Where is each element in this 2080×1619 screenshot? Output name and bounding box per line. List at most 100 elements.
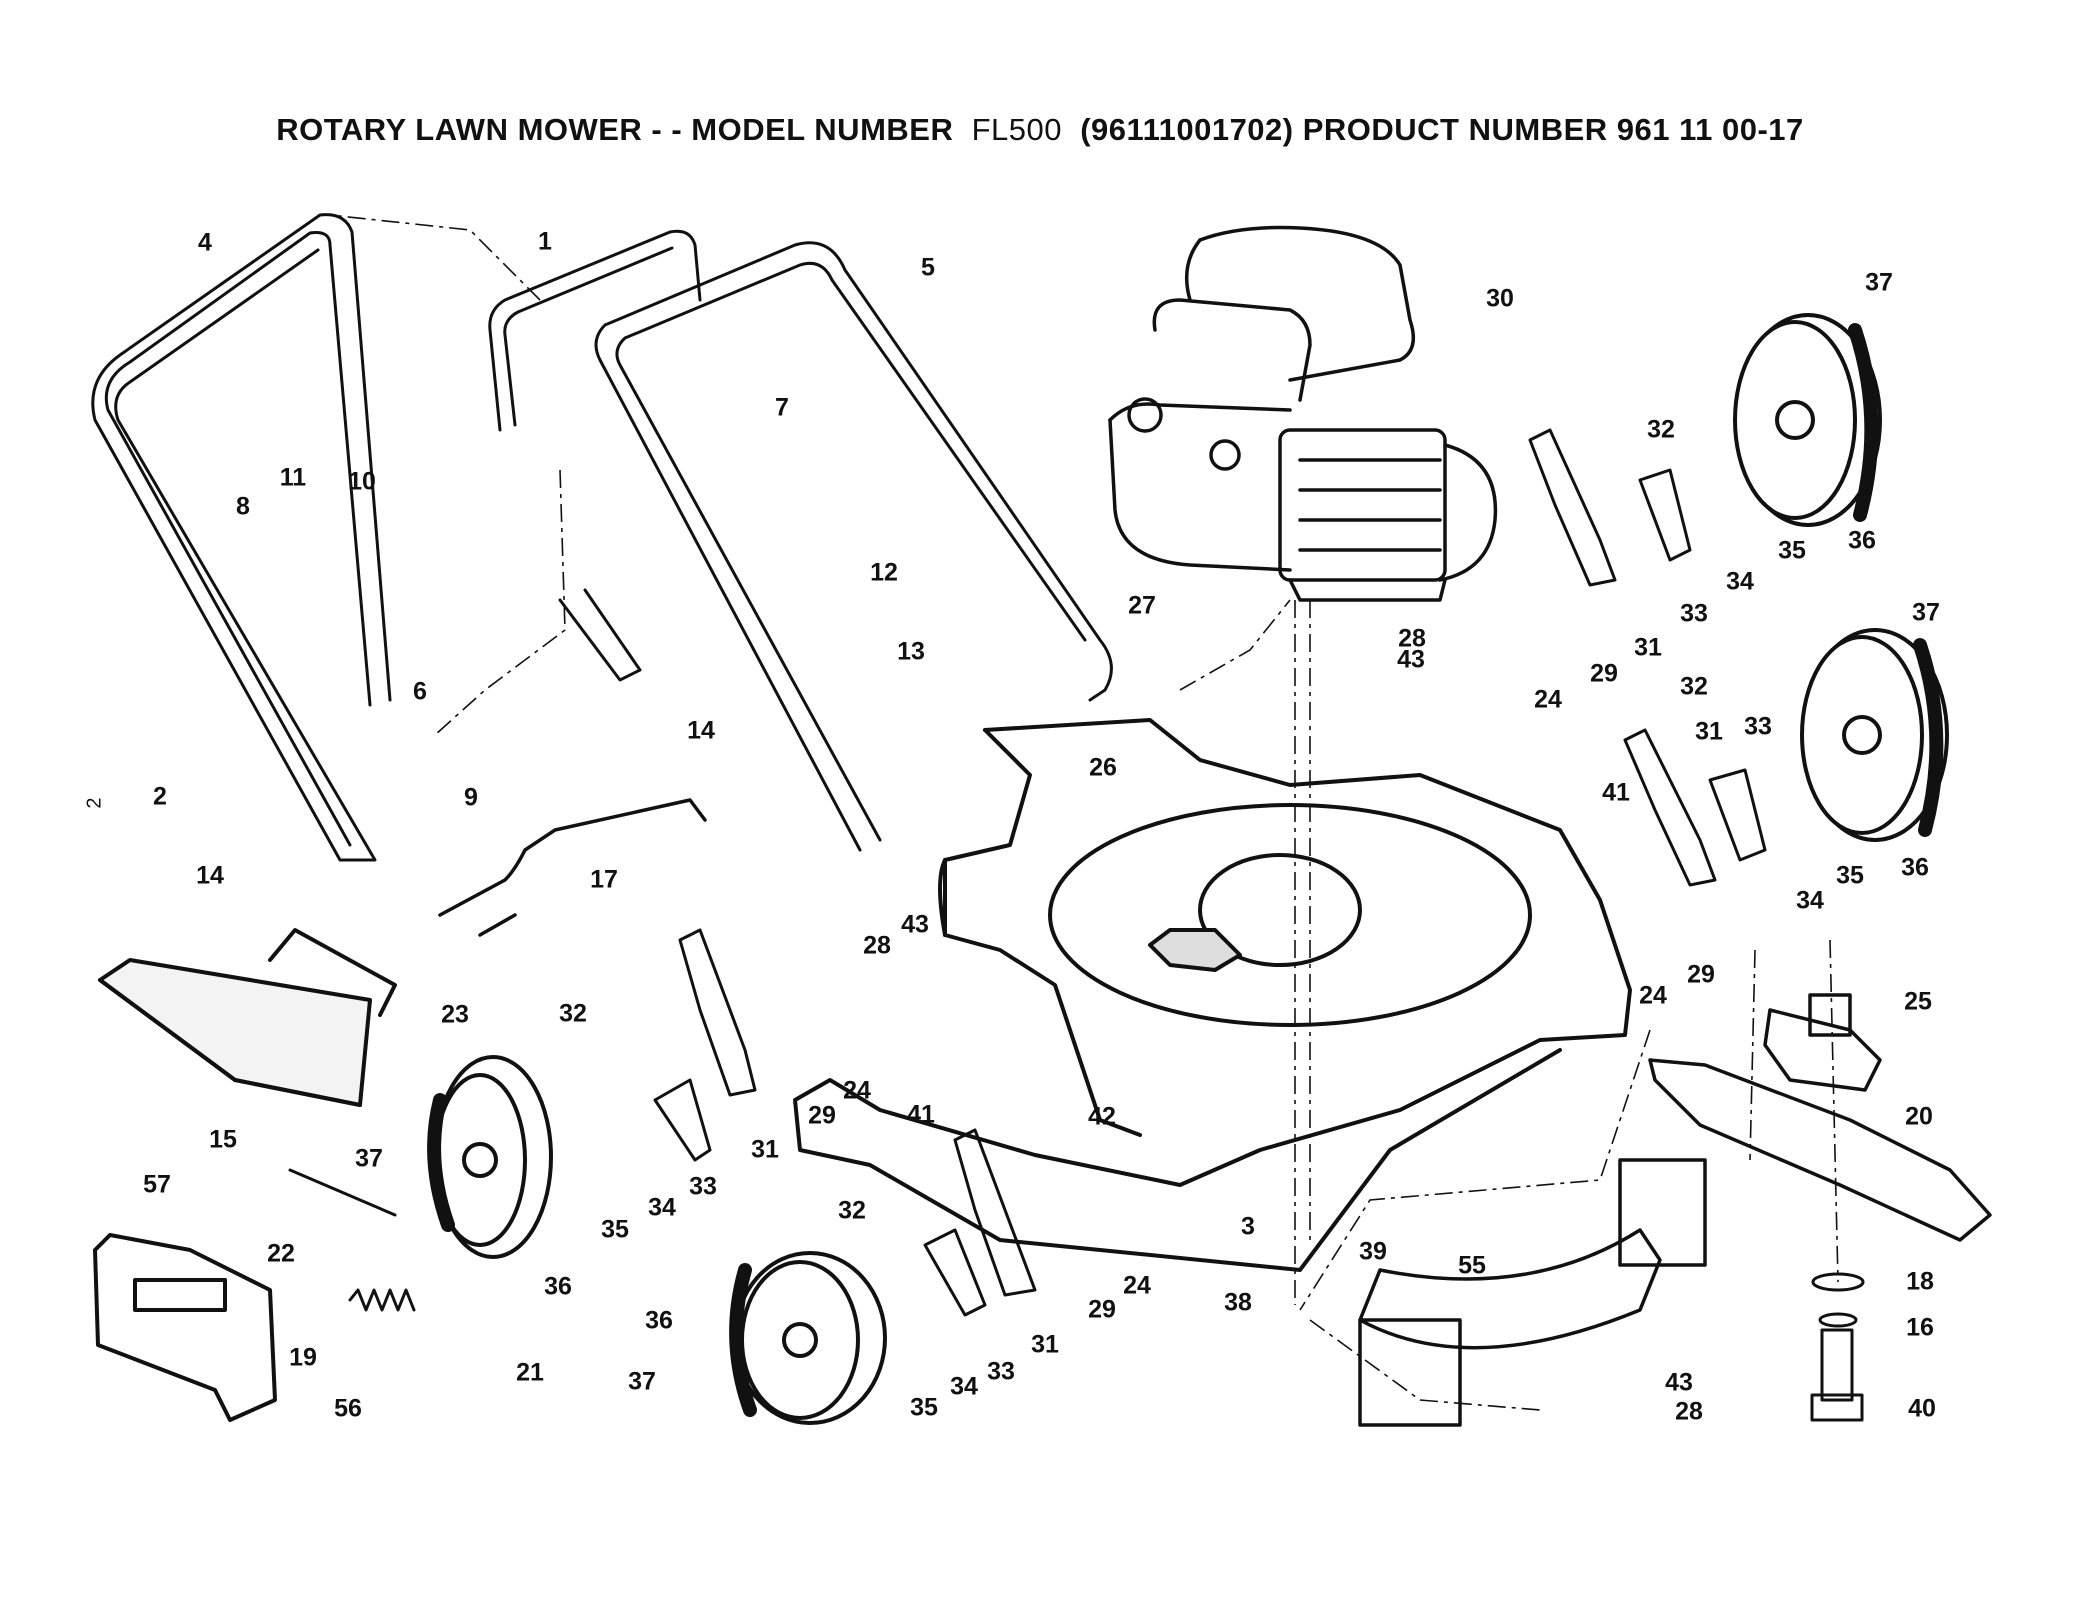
callout-20: 20: [1905, 1102, 1933, 1131]
callout-10: 10: [348, 467, 376, 496]
callout-24b: 24: [1123, 1271, 1151, 1300]
callout-57: 57: [143, 1170, 171, 1199]
page-title: ROTARY LAWN MOWER - - MODEL NUMBER FL500…: [0, 112, 2080, 148]
callout-35a: 35: [601, 1215, 629, 1244]
axle-rod: [288, 1168, 397, 1217]
callout-28c: 28: [1675, 1397, 1703, 1426]
callout-31d: 31: [1695, 717, 1723, 746]
callout-29d: 29: [1687, 960, 1715, 989]
callout-41b: 41: [1602, 778, 1630, 807]
callout-11: 11: [279, 463, 307, 492]
callout-34c: 34: [1726, 567, 1754, 596]
callout-37a: 37: [355, 1144, 383, 1173]
callout-38: 38: [1224, 1288, 1252, 1317]
callout-25: 25: [1904, 987, 1932, 1016]
callout-34b: 34: [950, 1372, 978, 1401]
callout-37d: 37: [1912, 598, 1940, 627]
height-bracket-right-upper: [1528, 428, 1692, 587]
callout-39: 39: [1359, 1237, 1387, 1266]
callout-15: 15: [209, 1125, 237, 1154]
callout-3: 3: [1241, 1212, 1255, 1241]
callout-16: 16: [1906, 1313, 1934, 1342]
callout-32d: 32: [1680, 672, 1708, 701]
title-prefix: ROTARY LAWN MOWER - - MODEL NUMBER: [276, 112, 954, 147]
callout-42: 42: [1088, 1102, 1116, 1131]
callout-5: 5: [921, 253, 935, 282]
callout-32c: 32: [1647, 415, 1675, 444]
callout-29a: 29: [808, 1101, 836, 1130]
callout-31b: 31: [1031, 1330, 1059, 1359]
blade: [1648, 1058, 1992, 1242]
right-handle: [594, 241, 1113, 852]
callout-28a: 28: [863, 931, 891, 960]
left-handle: [91, 213, 642, 862]
callout-24c: 24: [1534, 685, 1562, 714]
callout-28b: 28: [1398, 624, 1426, 653]
callout-23: 23: [441, 1000, 469, 1029]
callout-34d: 34: [1796, 886, 1824, 915]
blade-adapter: [1763, 993, 1882, 1092]
callout-41a: 41: [907, 1100, 935, 1129]
page-side-mark: 2: [83, 797, 106, 809]
callout-43b: 43: [1397, 645, 1425, 674]
callout-43c: 43: [1665, 1368, 1693, 1397]
callout-33a: 33: [689, 1172, 717, 1201]
callout-19: 19: [289, 1343, 317, 1372]
callout-33d: 33: [1744, 712, 1772, 741]
callout-1: 1: [538, 227, 552, 256]
baffle: [1358, 1158, 1707, 1427]
upper-handle-rail: [488, 229, 702, 432]
callout-32b: 32: [838, 1196, 866, 1225]
callout-32a: 32: [559, 999, 587, 1028]
callout-18: 18: [1906, 1267, 1934, 1296]
callout-37b: 37: [628, 1367, 656, 1396]
callout-24a: 24: [843, 1076, 871, 1105]
title-model: FL500: [971, 112, 1062, 147]
callout-14a: 14: [687, 716, 715, 745]
callout-13: 13: [897, 637, 925, 666]
wheel-rear-right: [1733, 313, 1882, 527]
callout-21: 21: [516, 1358, 544, 1387]
callout-36c: 36: [1848, 526, 1876, 555]
wheel-rear-left: [729, 1251, 887, 1425]
callout-35d: 35: [1836, 861, 1864, 890]
mower-deck: [793, 718, 1632, 1272]
height-bracket-right-lower: [1623, 728, 1767, 887]
callout-55: 55: [1458, 1251, 1486, 1280]
callout-9: 9: [464, 783, 478, 812]
callout-31c: 31: [1634, 633, 1662, 662]
callout-36d: 36: [1901, 853, 1929, 882]
callout-29b: 29: [1088, 1295, 1116, 1324]
callout-31a: 31: [751, 1135, 779, 1164]
callout-43a: 43: [901, 910, 929, 939]
callout-6: 6: [413, 677, 427, 706]
callout-8: 8: [236, 492, 250, 521]
callout-22: 22: [267, 1239, 295, 1268]
callout-35b: 35: [910, 1393, 938, 1422]
callout-27: 27: [1128, 591, 1156, 620]
spring: [348, 1288, 416, 1312]
height-bracket-left: [653, 928, 757, 1162]
title-suffix: (96111001702) PRODUCT NUMBER 961 11 00-1…: [1080, 112, 1804, 147]
callout-7: 7: [775, 393, 789, 422]
callout-33c: 33: [1680, 599, 1708, 628]
callout-33b: 33: [987, 1357, 1015, 1386]
callout-34a: 34: [648, 1193, 676, 1222]
height-link-rod: [438, 798, 707, 937]
grass-deflector: [98, 928, 397, 1107]
callout-2: 2: [153, 782, 167, 811]
callout-24d: 24: [1639, 981, 1667, 1010]
callout-12: 12: [870, 558, 898, 587]
callout-14b: 14: [196, 861, 224, 890]
blade-bolt: [1810, 1272, 1865, 1422]
callout-56: 56: [334, 1394, 362, 1423]
engine: [1108, 225, 1498, 602]
callout-30: 30: [1486, 284, 1514, 313]
callout-36b: 36: [645, 1306, 673, 1335]
callout-40: 40: [1908, 1394, 1936, 1423]
wheel-front-left: [427, 1055, 553, 1259]
callout-26: 26: [1089, 753, 1117, 782]
wheel-front-right: [1800, 628, 1949, 842]
